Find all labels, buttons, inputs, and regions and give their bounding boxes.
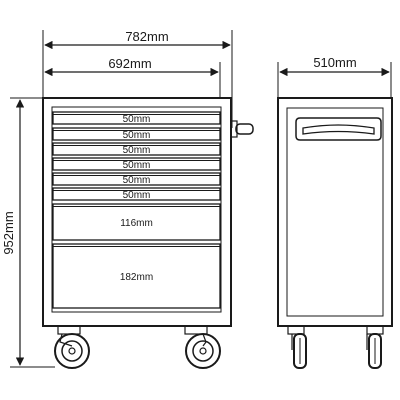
drawer-3: 50mm: [52, 142, 221, 156]
drawer-front: [52, 243, 221, 309]
dimension-total-width: 782mm: [42, 29, 233, 128]
depth-label: 510mm: [313, 55, 356, 70]
drawer-front: [52, 203, 221, 241]
drawer-label: 116mm: [120, 218, 153, 229]
drawer-front: [52, 111, 221, 125]
drawer-label: 182mm: [120, 272, 153, 283]
drawer-stack: 50mm 50mm 50mm 50mm 50mm 50mm 116mm 182mm: [52, 111, 221, 309]
drawer-front: [52, 142, 221, 156]
dimension-depth: 510mm: [277, 55, 392, 98]
drawer-front: [52, 157, 221, 171]
drawer-6: 50mm: [52, 187, 221, 201]
total-width-label: 782mm: [125, 29, 168, 44]
dimension-height: 952mm: [1, 97, 55, 368]
height-label: 952mm: [1, 211, 16, 254]
dimension-body-width: 692mm: [44, 56, 221, 98]
drawer-2: 50mm: [52, 127, 221, 141]
drawer-4: 50mm: [52, 157, 221, 171]
top-handle: [295, 117, 382, 141]
side-right-wheel: [366, 333, 382, 369]
drawer-5: 50mm: [52, 172, 221, 186]
drawer-front: [52, 172, 221, 186]
front-right-wheel: [185, 333, 221, 369]
drawer-label: 50mm: [123, 190, 151, 201]
drawer-label: 50mm: [123, 130, 151, 141]
front-left-wheel: [54, 333, 90, 369]
drawer-1: 50mm: [52, 111, 221, 125]
drawer-8: 182mm: [52, 243, 221, 309]
side-handle: [230, 120, 254, 138]
side-left-wheel: [291, 333, 307, 369]
drawer-front: [52, 127, 221, 141]
drawer-label: 50mm: [123, 175, 151, 186]
drawer-label: 50mm: [123, 160, 151, 171]
drawer-7: 116mm: [52, 203, 221, 241]
cabinet-side-view: [277, 97, 393, 369]
drawer-label: 50mm: [123, 114, 151, 125]
cabinet-front-view: 50mm 50mm 50mm 50mm 50mm 50mm 116mm 182mm: [42, 97, 254, 369]
drawer-front: [52, 187, 221, 201]
drawer-label: 50mm: [123, 145, 151, 156]
body-width-label: 692mm: [108, 56, 151, 71]
